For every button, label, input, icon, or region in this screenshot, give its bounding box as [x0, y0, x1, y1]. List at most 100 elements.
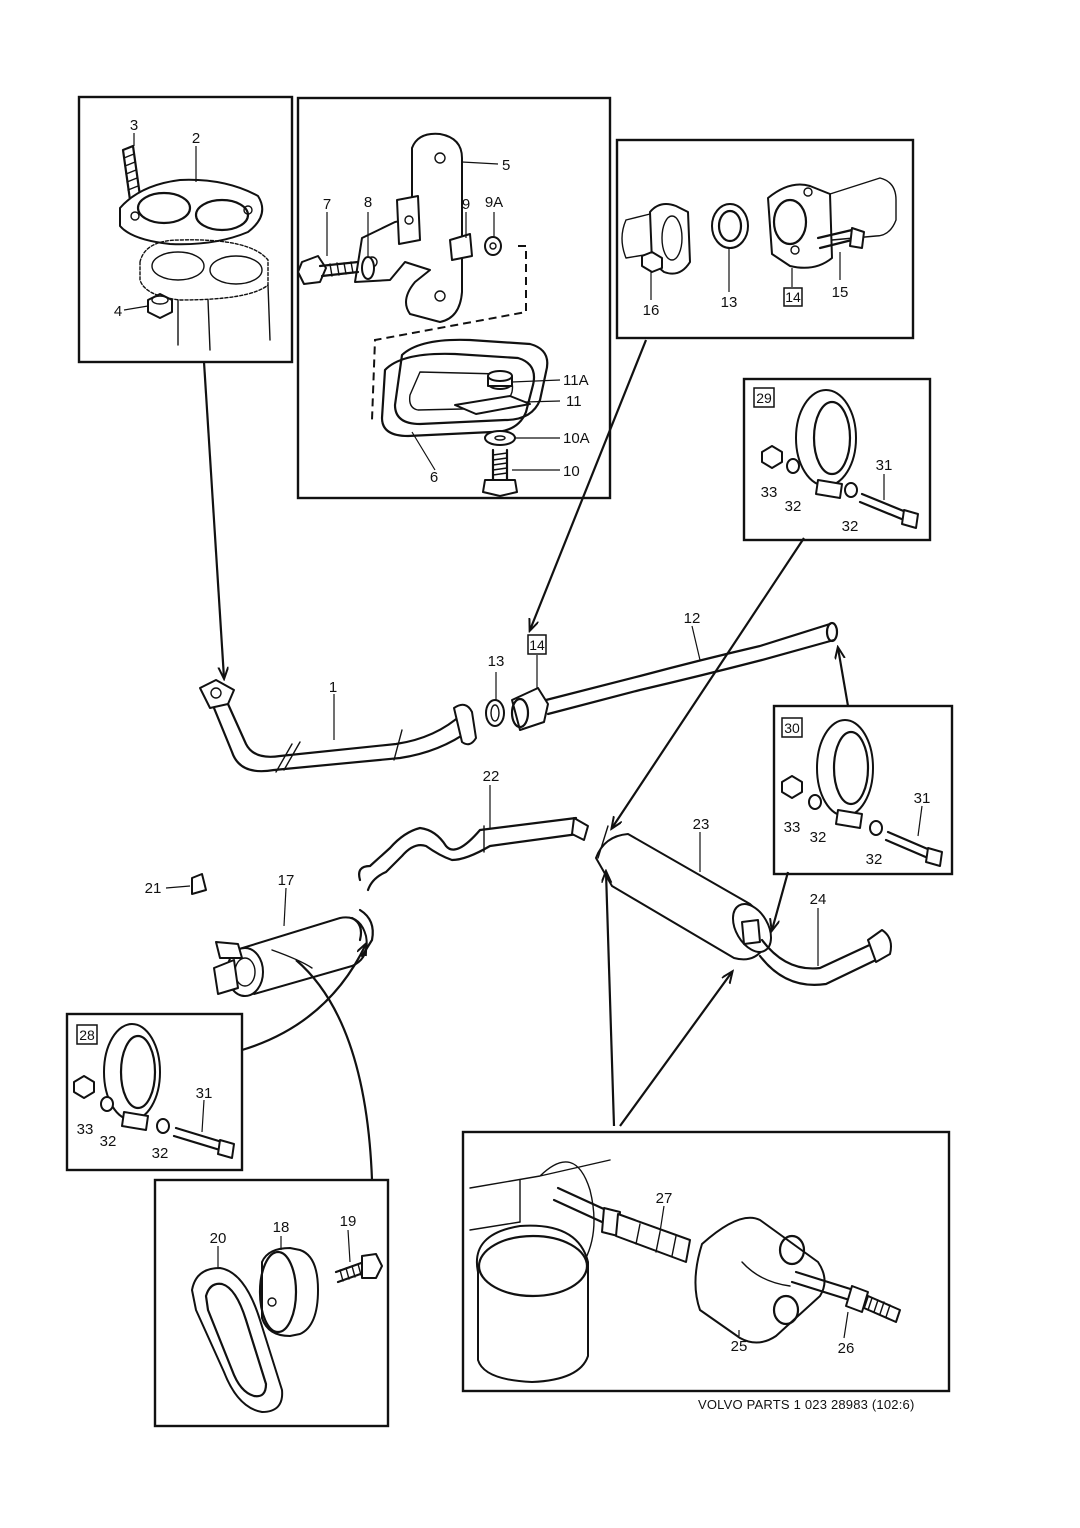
rubber-bush-part — [258, 1247, 319, 1337]
sealing-ring-part — [711, 203, 749, 249]
clamp-bolt-part — [858, 492, 919, 529]
callout-32: 32 — [842, 518, 859, 535]
clamp-washer-part — [786, 458, 800, 474]
callout-24: 24 — [810, 891, 827, 908]
bolt-part — [297, 255, 375, 285]
rubber-block-part — [694, 1216, 826, 1344]
callout-28: 28 — [79, 1027, 95, 1043]
rear-intermediate-pipe-part — [358, 816, 589, 892]
clamp-part — [795, 389, 857, 499]
detail-box-clamp-28: 28 31 33 32 32 — [65, 1012, 244, 1172]
callout-19: 19 — [340, 1213, 357, 1230]
callout-10: 10 — [563, 463, 580, 480]
stud-part — [121, 144, 142, 202]
callout-7: 7 — [323, 196, 331, 213]
callout-8: 8 — [364, 194, 372, 211]
parts-reference-number: VOLVO PARTS 1 023 28983 (102:6) — [698, 1397, 915, 1412]
callout-31: 31 — [914, 790, 931, 807]
plug-part — [191, 873, 207, 895]
callout-22: 22 — [483, 768, 500, 785]
callout-18: 18 — [273, 1219, 290, 1236]
tail-pipe-part — [758, 929, 892, 986]
callout-23: 23 — [693, 816, 710, 833]
detail-box-rubber-mount: 20 18 19 — [153, 1178, 390, 1428]
callout-4: 4 — [114, 303, 122, 320]
callout-27: 27 — [656, 1190, 673, 1207]
mount-bolt-part — [482, 448, 518, 497]
flange-right-part — [510, 687, 549, 731]
detail-box-bracket: 5 7 8 9 9A 11A 11 10A 10 6 — [296, 96, 612, 500]
callout-3: 3 — [130, 117, 138, 134]
callout-32: 32 — [810, 829, 827, 846]
callout-20: 20 — [210, 1230, 227, 1247]
callout-15: 15 — [832, 284, 849, 301]
nut-part — [147, 293, 173, 319]
flange-bolt-part — [816, 227, 865, 250]
callout-14: 14 — [529, 637, 545, 653]
callout-31: 31 — [876, 457, 893, 474]
clamp-washer-part — [808, 794, 822, 810]
flange-right-part — [767, 177, 897, 269]
detail-box-manifold: 3 2 4 — [77, 95, 294, 364]
muffler-end-part — [475, 1224, 589, 1383]
rubber-strap-part — [191, 1267, 284, 1413]
callout-33: 33 — [77, 1121, 94, 1138]
hanger-pin-part — [552, 1186, 691, 1263]
callout-2: 2 — [192, 130, 200, 147]
clamp-nut-part — [781, 775, 803, 799]
front-pipe-part — [199, 679, 477, 773]
callout-11: 11 — [566, 393, 582, 410]
callout-12: 12 — [684, 610, 701, 627]
callout-16: 16 — [643, 302, 660, 319]
intermediate-pipe-part — [544, 621, 839, 716]
callout-6: 6 — [430, 469, 438, 486]
clamp-part — [103, 1023, 161, 1131]
callout-10a: 10A — [563, 430, 590, 447]
callout-9: 9 — [462, 196, 470, 213]
clamp-washer-part — [869, 820, 883, 836]
detail-box-clamp-30: 30 31 33 32 32 — [772, 704, 954, 876]
hanger-bolt-part — [790, 1270, 901, 1323]
callout-17: 17 — [278, 872, 295, 889]
callout-33: 33 — [784, 819, 801, 836]
callout-1: 1 — [329, 679, 337, 696]
gasket-part — [119, 178, 264, 246]
rear-muffler-part — [595, 825, 772, 961]
callout-26: 26 — [838, 1340, 855, 1357]
rubber-ring-part — [380, 338, 549, 438]
callout-21: 21 — [145, 880, 162, 897]
flange-nut-part — [641, 251, 663, 273]
reference-arrows — [202, 339, 850, 1181]
front-muffler-part — [213, 908, 374, 997]
callout-33: 33 — [761, 484, 778, 501]
callout-13-detail: 13 — [721, 294, 738, 311]
callout-32: 32 — [152, 1145, 169, 1162]
callout-14-detail: 14 — [785, 289, 801, 305]
detail-box-rear-hanger: 27 25 26 — [461, 1130, 951, 1393]
mount-nut-part — [487, 370, 513, 390]
callout-9a: 9A — [485, 194, 503, 211]
callout-13: 13 — [488, 653, 505, 670]
bracket-bolt-part — [449, 233, 502, 261]
clamp-part — [816, 719, 874, 829]
washer-part — [484, 430, 516, 446]
clamp-washer-part — [156, 1118, 170, 1134]
bracket-part — [354, 132, 463, 323]
callout-5: 5 — [502, 157, 510, 174]
detail-box-flange-joint: 16 13 14 15 — [615, 138, 915, 340]
callout-30: 30 — [784, 720, 800, 736]
sealing-ring-part — [485, 699, 505, 727]
callout-25: 25 — [731, 1338, 748, 1355]
mount-bolt-part — [334, 1253, 383, 1284]
clamp-bolt-part — [172, 1126, 235, 1159]
clamp-washer-part — [100, 1096, 114, 1112]
callout-32: 32 — [866, 851, 883, 868]
callout-31: 31 — [196, 1085, 213, 1102]
clamp-nut-part — [761, 445, 783, 469]
clamp-nut-part — [73, 1075, 95, 1099]
callout-11a: 11A — [563, 372, 589, 389]
callout-32: 32 — [100, 1133, 117, 1150]
clamp-washer-part — [844, 482, 858, 498]
callout-32: 32 — [785, 498, 802, 515]
